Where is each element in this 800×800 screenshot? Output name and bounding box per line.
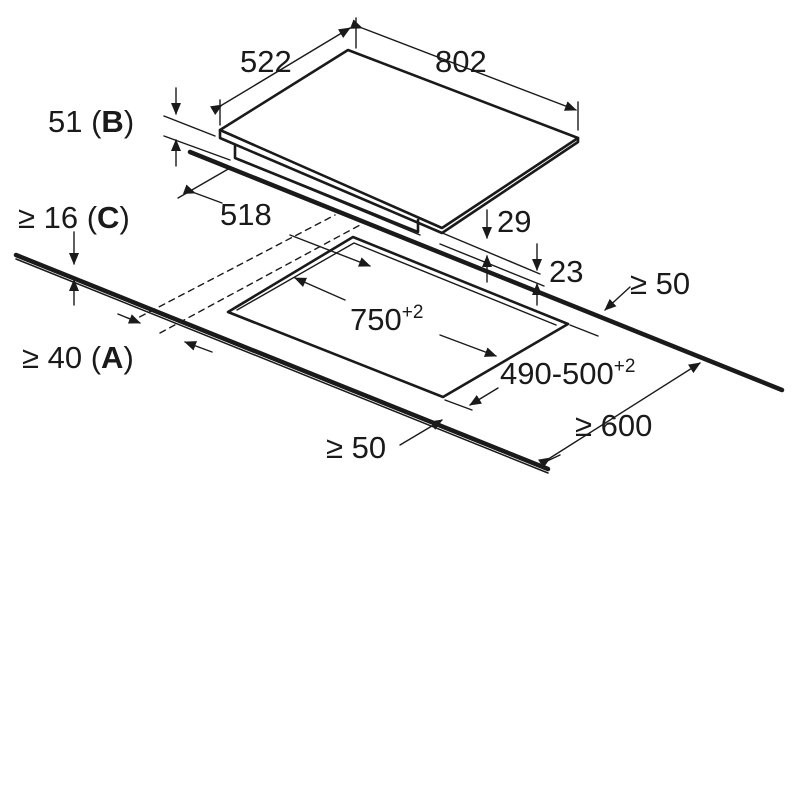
dim-522-line bbox=[209, 27, 351, 115]
label-600: ≥ 600 bbox=[575, 408, 652, 443]
dim-rear-50-arrow bbox=[604, 286, 631, 311]
dim-600-line bbox=[538, 362, 701, 469]
worktop-rear-edge bbox=[187, 149, 785, 393]
guide-dash-2 bbox=[159, 224, 361, 334]
label-side-50: ≥ 50 bbox=[326, 430, 386, 465]
dim-802-line bbox=[349, 19, 577, 111]
label-23: 23 bbox=[549, 254, 583, 289]
dim-750-arrow-left bbox=[294, 277, 346, 301]
worktop-front-edge bbox=[13, 252, 551, 472]
label-29: 29 bbox=[497, 204, 531, 239]
label-522: 522 bbox=[240, 44, 292, 79]
label-16-c: ≥ 16 (C) bbox=[18, 200, 130, 235]
dim-490-arrow-bottom bbox=[469, 387, 499, 406]
label-40-a: ≥ 40 (A) bbox=[22, 340, 134, 375]
worktop-front-edge-lower bbox=[15, 258, 549, 474]
label-802: 802 bbox=[435, 44, 487, 79]
label-51-b: 51 (B) bbox=[48, 104, 134, 139]
label-750: 750+2 bbox=[350, 302, 423, 337]
label-rear-50: ≥ 50 bbox=[630, 266, 690, 301]
cutout-inner-edge bbox=[236, 242, 557, 326]
dim-side-50-arrow bbox=[399, 419, 443, 446]
guide-dash-1 bbox=[129, 214, 336, 323]
dim-40-arrow-right bbox=[184, 341, 213, 353]
dim-750-arrow-right bbox=[439, 334, 497, 357]
hob-body-under bbox=[239, 159, 421, 236]
cutout-outline bbox=[226, 235, 570, 399]
label-518: 518 bbox=[220, 197, 272, 232]
hob-body-side bbox=[233, 144, 420, 234]
dim-518-line bbox=[182, 184, 223, 204]
dim-40-arrow-left bbox=[117, 313, 141, 324]
label-490-500: 490-500+2 bbox=[500, 356, 635, 391]
